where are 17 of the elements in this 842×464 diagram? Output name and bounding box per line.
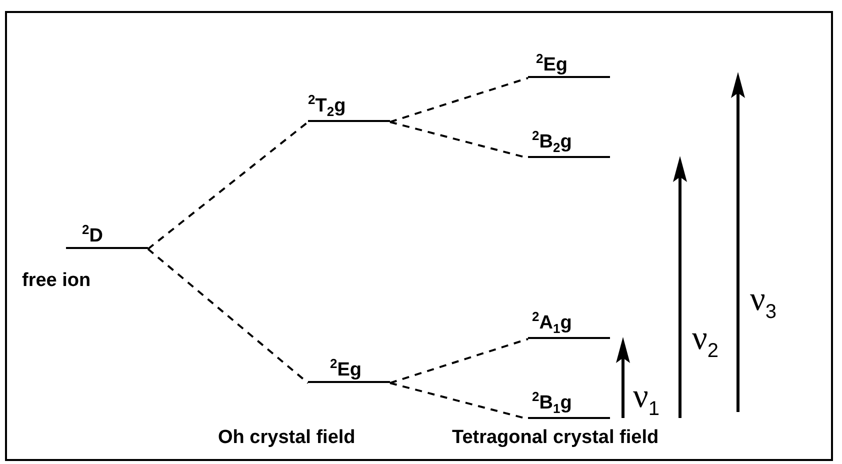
axis-caption: Oh crystal field — [218, 427, 356, 449]
term-symbol: $^{2}$Eg — [330, 356, 362, 379]
term-symbol: $^{2}$Eg — [536, 52, 568, 74]
correlation-line — [147, 248, 309, 384]
frequency-label: ν$_{2}$ — [692, 322, 718, 361]
frequency-label: ν$_{1}$ — [633, 380, 660, 419]
frequency-label: ν$_{3}$ — [750, 283, 776, 322]
term-symbol: $^{2}$T$_{2}$g — [308, 92, 346, 118]
correlation-line — [147, 121, 309, 250]
level-caption: free ion — [22, 270, 91, 292]
correlation-line — [390, 77, 528, 123]
term-symbol: $^{2}$A$_{1}$g — [532, 310, 572, 335]
term-symbol: $^{2}$B$_{2}$g — [532, 128, 572, 154]
correlation-line — [390, 338, 528, 384]
term-symbol: $^{2}$B$_{1}$g — [532, 390, 572, 415]
term-symbol: $^{2}$D — [82, 222, 103, 245]
axis-caption: Tetragonal crystal field — [452, 427, 659, 449]
